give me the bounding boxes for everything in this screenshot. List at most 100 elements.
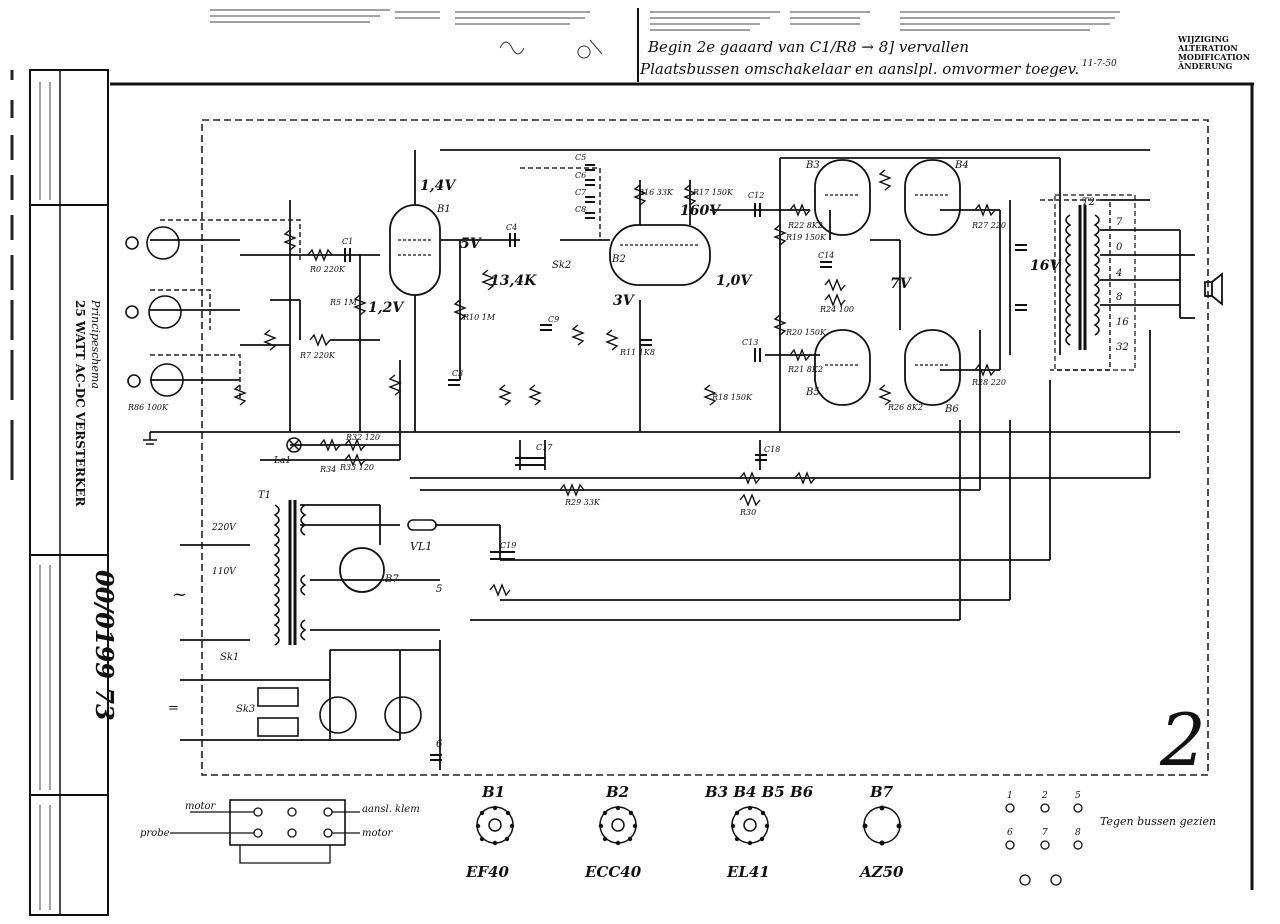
resistor-r30: [739, 493, 761, 507]
value-r27: R27 220: [971, 221, 1006, 230]
resistor-r33: [344, 438, 366, 452]
tube-label-b7: B7: [384, 574, 399, 585]
capacitor-c7: [585, 196, 595, 203]
speaker-icon: [1204, 272, 1223, 306]
socket-number-8: 8: [1075, 828, 1081, 838]
capacitor-c14: [820, 261, 832, 268]
base-position-b2: B2: [605, 783, 629, 801]
value-r24: R24 100: [819, 305, 854, 314]
label-c9: C9: [548, 315, 559, 324]
output-tap-6: 6: [436, 739, 443, 750]
capacitor-c15: [1015, 244, 1027, 251]
tube-label-b4: B4: [954, 160, 969, 171]
output-tap-5: 5: [436, 584, 442, 595]
socket-view-note: 1 2 5 6 7 8 Tegen bussen gezien: [1005, 791, 1216, 886]
resistor-r21: [878, 169, 892, 191]
resistor-r22: [789, 348, 811, 362]
component-values: R0 220K R5 1M R7 220K R86 100K R16 33K R…: [127, 188, 1006, 517]
capacitors: [344, 164, 1027, 761]
output-tap-8: 8: [1116, 292, 1122, 303]
label-c19: C19: [500, 541, 516, 550]
mains-tap-220: 220V: [211, 523, 237, 533]
resistor-r10: [453, 299, 467, 321]
value-r28: R28 220: [971, 378, 1006, 387]
resistor-r1: [283, 229, 297, 251]
header-fine-print: [210, 9, 1120, 31]
capacitor-c8: [585, 212, 595, 219]
model-title: 25 WATT AC-DC VERSTERKER: [73, 300, 87, 508]
label-c6: C6: [575, 171, 586, 180]
legend-motor-left: motor: [185, 801, 217, 812]
tube-b6: [904, 329, 961, 406]
value-r30: R30: [739, 508, 756, 517]
label-c1: C1: [342, 237, 353, 246]
legend-motor-right: motor: [362, 828, 394, 839]
output-transformer-label: T2: [1082, 197, 1095, 208]
socket-number-1: 1: [1007, 791, 1013, 801]
label-c7: C7: [575, 188, 587, 197]
subtitle: Principeschema: [89, 299, 102, 389]
pot-r31: [388, 374, 402, 396]
voltage-note-9: 160V: [680, 203, 722, 219]
tube-label-b2: B2: [611, 254, 626, 265]
ground-symbol: [143, 432, 157, 445]
resistor-r34: [344, 453, 366, 467]
value-r18: R18 150K: [711, 393, 753, 402]
capacitor-c5: [585, 164, 595, 171]
value-r0: R0 220K: [309, 265, 346, 274]
tube-label-b1: B1: [436, 204, 451, 215]
base-type-el41: EL41: [726, 863, 770, 881]
value-r19: R19 150K: [785, 233, 827, 242]
socket-note: Tegen bussen gezien: [1100, 815, 1216, 828]
capacitor-c20: [430, 754, 442, 761]
resistor-r28: [974, 363, 996, 377]
pot-r3: [263, 329, 277, 351]
resistor-r7: [309, 333, 331, 347]
lamp-label: La1: [273, 456, 291, 466]
capacitor-c19: [490, 551, 515, 560]
base-type-az50: AZ50: [858, 863, 904, 881]
resistor-r24: [824, 278, 846, 292]
voltage-note-5: 1,0V: [716, 273, 753, 289]
alteration-label-1: WIJZIGING: [1177, 34, 1229, 44]
voltage-note-7: 16V: [1030, 258, 1062, 274]
tube-grids: [398, 194, 950, 366]
resistor-r32: [319, 438, 341, 452]
resistor-r16: [633, 184, 647, 206]
input-jack-3: [150, 363, 184, 397]
generator-icon: [384, 696, 422, 734]
resistor-r19: [773, 224, 787, 246]
fuse-label: VL1: [410, 540, 432, 553]
resistor-r14: [498, 384, 512, 406]
output-tap-labels: 5 6 7 0 4 8 16 32: [436, 217, 1129, 750]
value-r5: R5 1M: [329, 298, 358, 307]
voltage-note-3: 3V: [613, 293, 636, 309]
capacitor-c3: [448, 379, 460, 386]
tube-b3: [814, 159, 871, 236]
tube-b7: [339, 547, 385, 593]
label-c18: C18: [764, 445, 780, 454]
converter-legend: motor aansl. klem probe motor: [140, 799, 420, 864]
capacitor-c6: [585, 179, 595, 186]
alteration-box: WIJZIGING ALTERATION MODIFICATION ÄNDERU…: [1177, 34, 1250, 71]
input-jack-2: [148, 295, 182, 329]
value-r21: R21 8K2: [787, 365, 823, 374]
output-tap-7: 7: [1116, 217, 1123, 228]
alteration-label-3: MODIFICATION: [1178, 52, 1250, 62]
capacitor-c1: [344, 248, 351, 262]
voltage-note-6: 7V: [890, 276, 913, 292]
output-tap-4: 4: [1115, 268, 1122, 279]
value-r32: R32 120: [345, 433, 380, 442]
tube-b2: [609, 224, 711, 286]
chassis-boundary: [201, 119, 1209, 776]
value-r33: R33 120: [339, 463, 374, 472]
capacitor-c13: [754, 348, 761, 362]
output-tap-0: 0: [1116, 242, 1123, 253]
resistor-r29: [559, 483, 585, 497]
capacitor-c11: [640, 339, 652, 346]
resistor-r17: [683, 184, 697, 206]
resistor-r12: [481, 269, 495, 291]
value-r11: R11 1K8: [619, 348, 655, 357]
capacitor-c12: [754, 203, 761, 217]
